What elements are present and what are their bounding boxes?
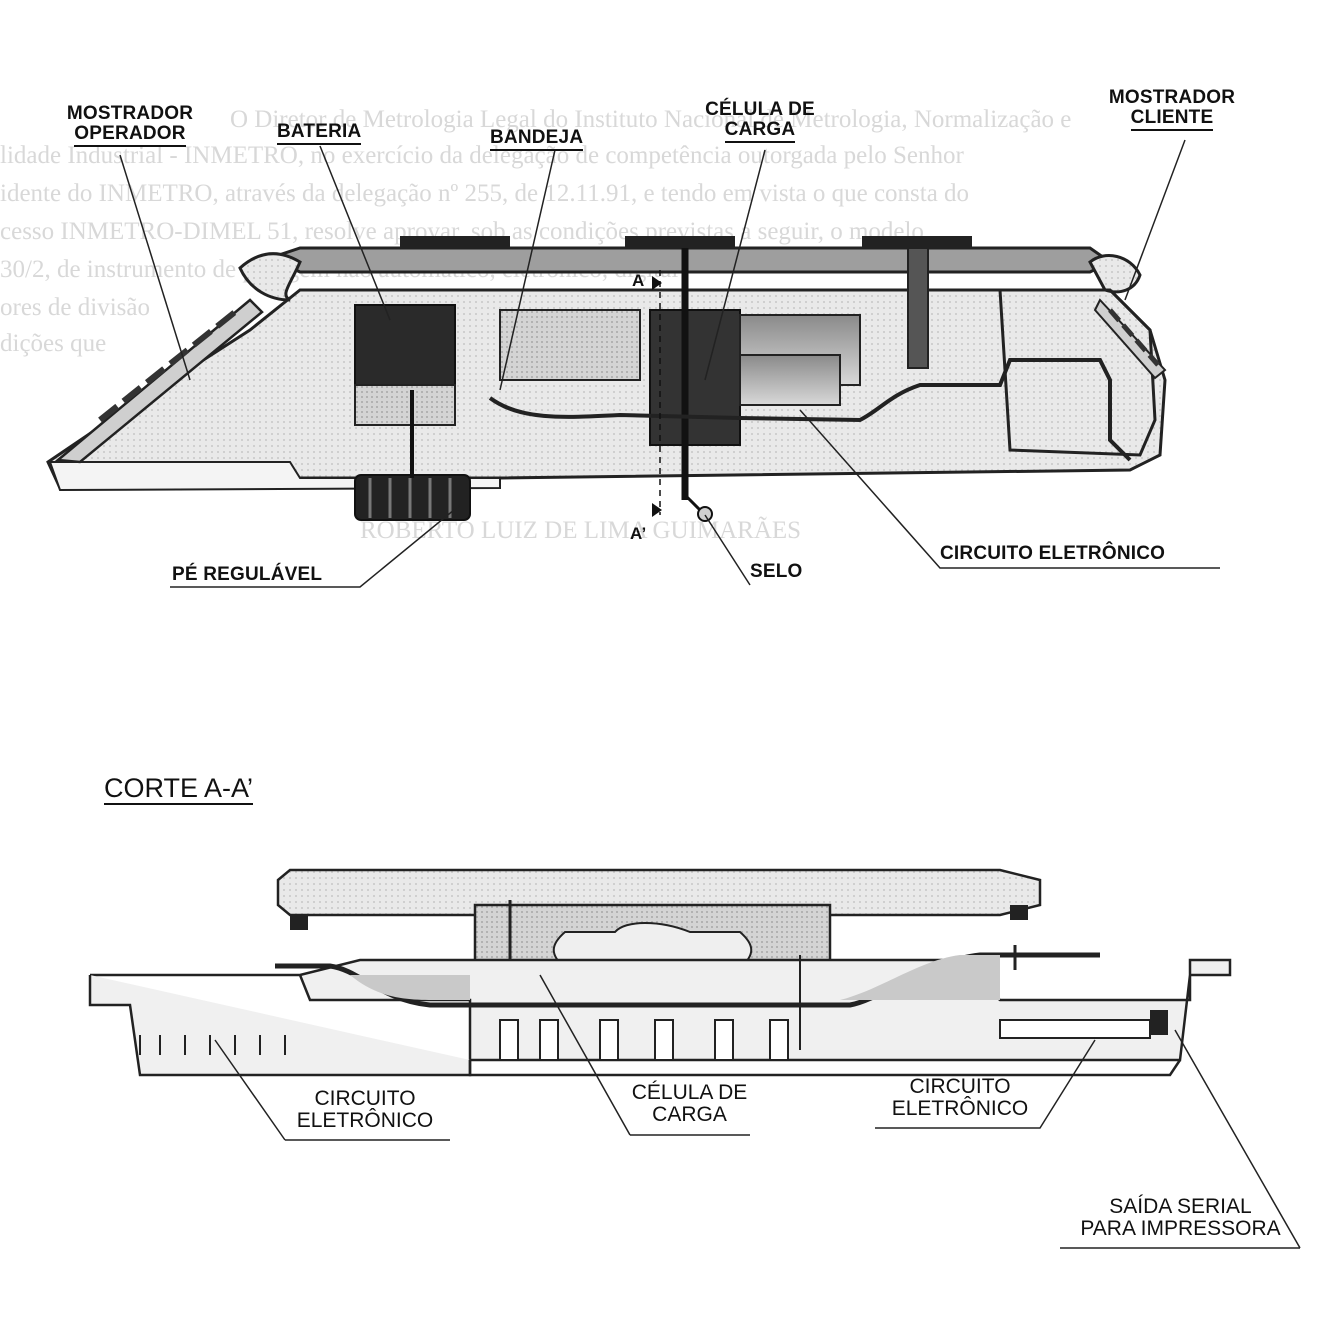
section-title: CORTE A-A’	[104, 774, 254, 806]
label-mostrador-cliente-line1: MOSTRADOR	[1108, 87, 1236, 108]
circuit-board-path	[488, 358, 1132, 462]
ghost-line-3: idente do INMETRO, através da delegação …	[0, 180, 970, 207]
label-selo: SELO	[750, 561, 803, 582]
adjustable-foot	[354, 474, 471, 521]
label-circuito-right-line2: ELETRÔNICO	[891, 1097, 1029, 1121]
tray-rim-left	[238, 252, 302, 302]
label-celula-line1: CÉLULA DE	[705, 99, 815, 120]
serial-connector	[1150, 1010, 1168, 1035]
section-mark-a-prime: A’	[630, 524, 647, 543]
label-mostrador-operador-line1: MOSTRADOR	[66, 103, 194, 124]
label-circuito-eletronico-right: CIRCUITO ELETRÔNICO	[875, 1075, 1045, 1121]
battery-block	[354, 304, 456, 386]
ghost-signature: ROBERTO LUIZ DE LIMA GUIMARÃES	[360, 517, 802, 544]
tray-rim-right	[1088, 254, 1142, 294]
section-arrow-a-prime	[652, 503, 662, 517]
customer-display-post	[907, 247, 929, 369]
label-mostrador-cliente-line2: CLIENTE	[1130, 107, 1214, 131]
load-cell-top	[649, 309, 741, 446]
label-mostrador-cliente: MOSTRADOR CLIENTE	[1087, 88, 1257, 131]
right-compartment	[998, 288, 1157, 457]
label-circuito-right-line1: CIRCUITO	[909, 1075, 1011, 1098]
battery-holder	[354, 384, 456, 426]
label-circuito-left-line1: CIRCUITO	[314, 1087, 416, 1110]
section-leader-lines	[214, 974, 1301, 1249]
tray-support-right	[862, 236, 972, 248]
scale-cutaway-view	[46, 139, 1220, 588]
label-celula-line2: CARGA	[724, 119, 796, 143]
ghost-line-7: dições que	[0, 330, 107, 357]
tray-plate	[265, 246, 1113, 274]
label-celula-de-carga: CÉLULA DE CARGA	[690, 100, 830, 143]
label-pe-regulavel: PÉ REGULÁVEL	[172, 564, 323, 585]
section-mark-a: A	[632, 271, 645, 290]
section-platform	[276, 868, 1042, 917]
circuit-components	[739, 354, 841, 406]
section-arrow-a	[652, 276, 662, 290]
seal	[697, 506, 713, 522]
load-cell-block-left	[499, 309, 641, 381]
tray-support-left	[400, 236, 510, 248]
label-saida-serial: SAÍDA SERIAL PARA IMPRESSORA	[1058, 1195, 1303, 1241]
label-circuito-eletronico-left: CIRCUITO ELETRÔNICO	[280, 1087, 450, 1133]
ghost-line-1: O Diretor de Metrologia Legal do Institu…	[230, 106, 1072, 133]
label-celula-de-carga-section: CÉLULA DE CARGA	[612, 1081, 767, 1127]
label-circuito-left-line2: ELETRÔNICO	[296, 1109, 434, 1133]
customer-display-segments	[1108, 308, 1160, 367]
label-mostrador-operador: MOSTRADOR OPERADOR	[45, 104, 215, 147]
tray-support-center	[625, 236, 735, 248]
label-circuito-eletronico-top: CIRCUITO ELETRÔNICO	[940, 543, 1166, 564]
top-leader-lines	[119, 139, 1220, 588]
label-bandeja: BANDEJA	[490, 128, 584, 151]
label-celula-section-line1: CÉLULA DE	[631, 1081, 748, 1104]
label-bateria: BATERIA	[277, 122, 362, 145]
section-ribs	[499, 1019, 1151, 1061]
label-celula-section-line2: CARGA	[652, 1103, 727, 1127]
label-mostrador-operador-line2: OPERADOR	[74, 123, 186, 147]
section-aa-view	[88, 868, 1301, 1249]
label-saida-line2: PARA IMPRESSORA	[1080, 1217, 1281, 1241]
ghost-line-6: ores de divisão	[0, 294, 150, 321]
label-saida-line1: SAÍDA SERIAL	[1109, 1195, 1252, 1218]
